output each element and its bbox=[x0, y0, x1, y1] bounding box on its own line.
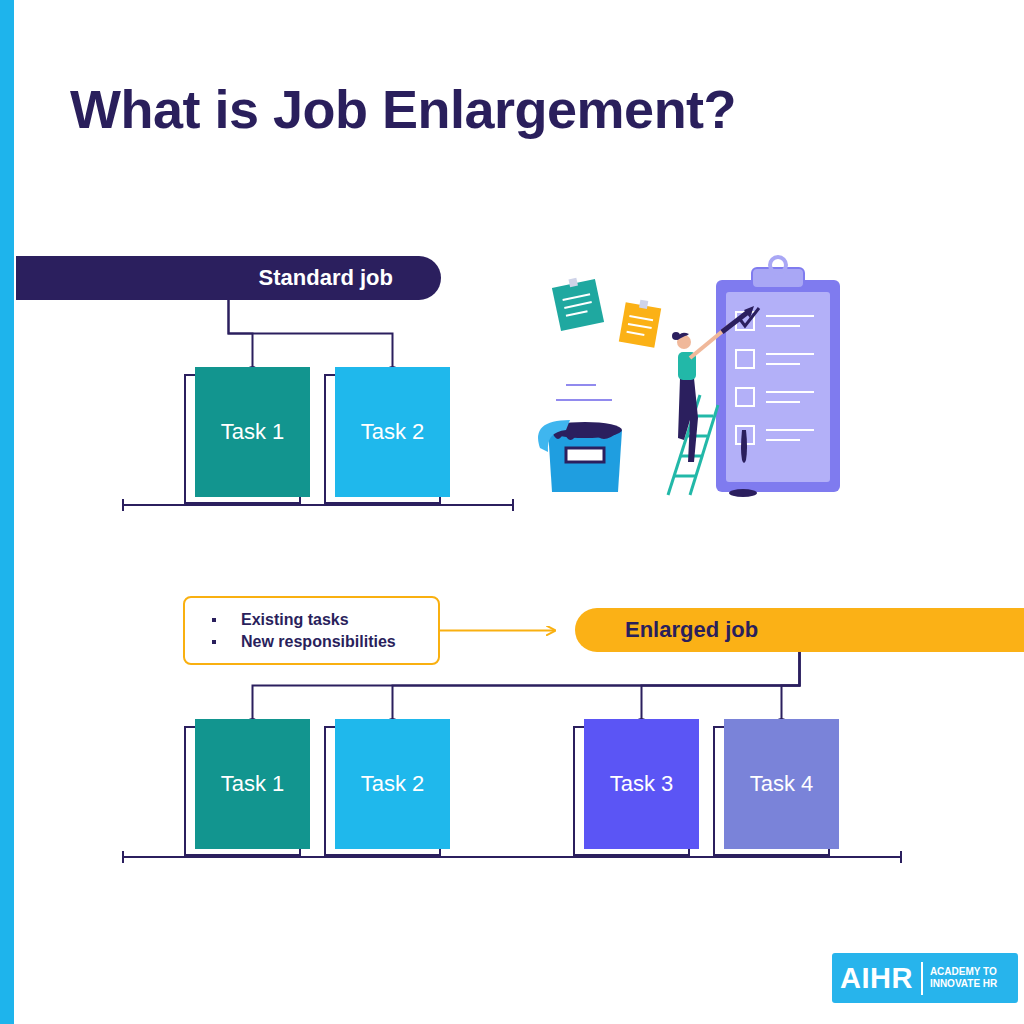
tree-connector bbox=[642, 652, 800, 725]
title: What is Job Enlargement? bbox=[70, 78, 736, 140]
task-box: Task 4 bbox=[724, 719, 839, 849]
task-box: Task 3 bbox=[584, 719, 699, 849]
side-bar bbox=[0, 0, 14, 1024]
baseline bbox=[123, 499, 901, 863]
node-label: Task 1 bbox=[221, 419, 285, 445]
node-label: Task 1 bbox=[221, 771, 285, 797]
tree-connector bbox=[229, 300, 393, 373]
node-label: Task 3 bbox=[610, 771, 674, 797]
callout-box: Existing tasksNew responsibilities bbox=[183, 596, 440, 665]
tree-connector bbox=[782, 652, 800, 725]
node-label: Task 4 bbox=[750, 771, 814, 797]
node-label: Task 2 bbox=[361, 771, 425, 797]
node-label: Task 2 bbox=[361, 419, 425, 445]
task-box: Task 1 bbox=[195, 367, 310, 497]
node-label: Standard job bbox=[259, 265, 393, 291]
task-box: Task 2 bbox=[335, 719, 450, 849]
logo-text: AIHR bbox=[840, 962, 923, 995]
node-label: Enlarged job bbox=[625, 617, 758, 643]
task-box: Task 2 bbox=[335, 367, 450, 497]
clipboard-illustration bbox=[538, 257, 840, 497]
tree-connector bbox=[393, 652, 800, 725]
logo-text: ACADEMY TO INNOVATE HR bbox=[923, 966, 1008, 990]
job-band: Standard job bbox=[16, 256, 441, 300]
job-band: Enlarged job bbox=[575, 608, 1024, 652]
logo-badge: AIHRACADEMY TO INNOVATE HR bbox=[832, 953, 1018, 1003]
task-box: Task 1 bbox=[195, 719, 310, 849]
arrow-connector bbox=[440, 630, 555, 632]
bullet-text: New responsibilities bbox=[241, 631, 428, 653]
bullet-text: Existing tasks bbox=[241, 609, 428, 631]
tree-connector bbox=[229, 300, 253, 373]
